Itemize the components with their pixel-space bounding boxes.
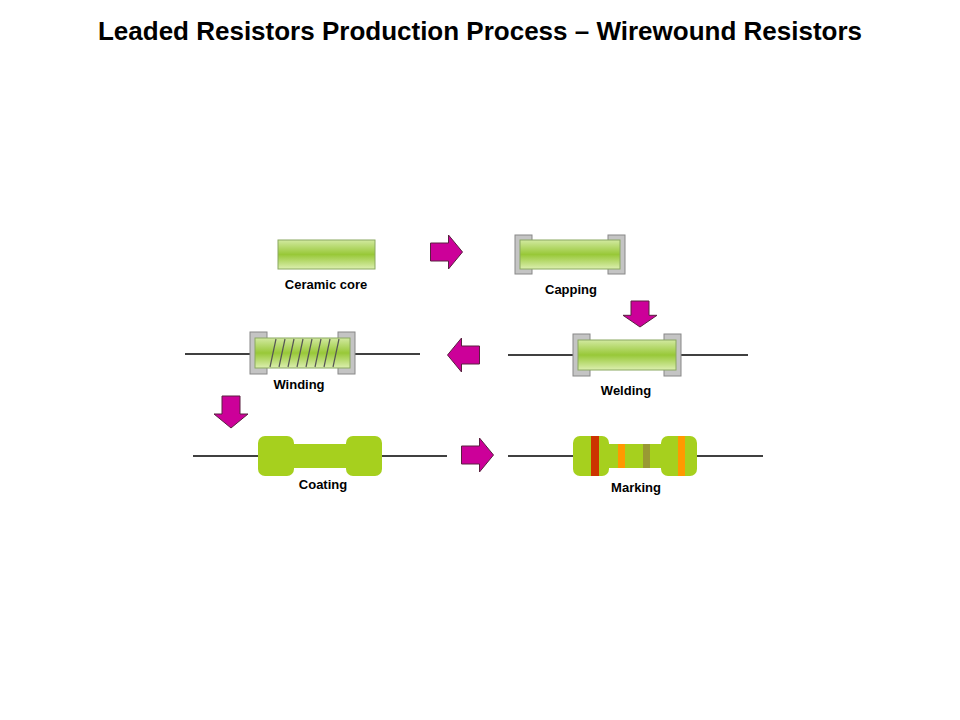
step-label: Coating <box>299 477 347 492</box>
step-label: Marking <box>611 480 661 495</box>
welded-core <box>508 334 748 376</box>
process-step: Marking <box>505 430 765 498</box>
process-arrow <box>623 301 657 327</box>
process-arrow <box>448 338 480 372</box>
page-title: Leaded Resistors Production Process – Wi… <box>0 16 960 47</box>
wound-core <box>185 332 420 374</box>
capped-core <box>515 235 625 274</box>
process-step: Ceramic core <box>270 232 385 298</box>
process-step: Coating <box>190 430 450 496</box>
ceramic-core <box>278 240 375 269</box>
step-label: Capping <box>545 282 597 297</box>
process-arrow <box>431 235 463 269</box>
process-step: Capping <box>508 228 650 300</box>
process-step: Welding <box>505 328 750 400</box>
process-arrow <box>462 438 494 472</box>
process-step: Winding <box>183 326 422 394</box>
step-label: Ceramic core <box>285 277 367 292</box>
coated-resistor <box>193 436 447 476</box>
marked-resistor <box>508 436 763 476</box>
process-arrow <box>214 396 248 428</box>
step-label: Welding <box>601 383 651 398</box>
step-label: Winding <box>273 377 324 392</box>
